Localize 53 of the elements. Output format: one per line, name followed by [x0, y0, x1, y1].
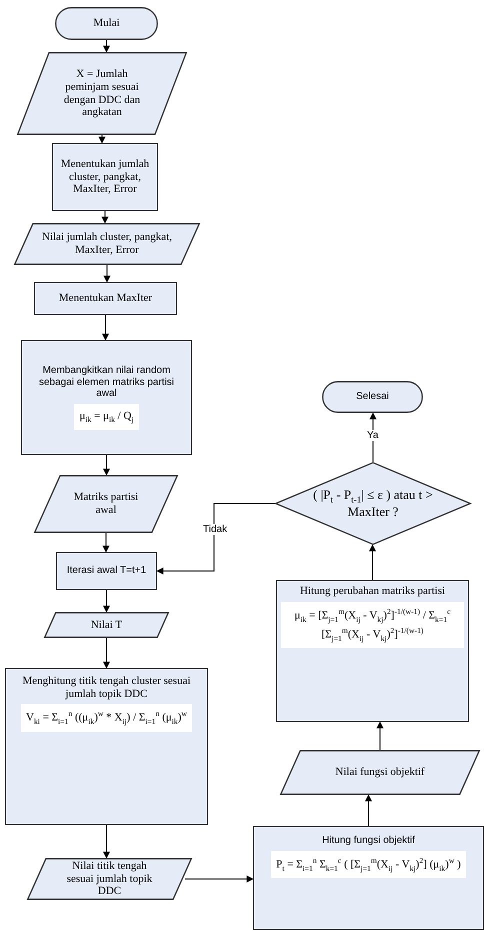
arrow — [102, 314, 109, 341]
step-text: ( |P$_{t}$ - P$_{t-1}$| ≤ ε ) atau t > MaxIter ? — [313, 488, 433, 520]
formula: P$_{t}$ = Σ$_{i=1}$$^{n}$ Σ$_{k=1}$$^{c}$ ( [Σ$_{j=1}$$^{m}$(X$_{ij}$ - V$_{kj}$)$^{2}$] (μ$_{ik}$)$^{w}$ ) — [271, 850, 466, 878]
arrow — [98, 134, 106, 144]
formula: μ$_{ik}$ = μ$_{ik}$ / Q$_{j}$ — [74, 404, 139, 430]
data-parallelogram — [44, 612, 169, 638]
arrow — [369, 544, 376, 580]
arrow — [376, 721, 384, 750]
process-box — [5, 668, 208, 825]
data-parallelogram — [34, 475, 178, 533]
arrow — [102, 210, 108, 224]
edge-label: Ya — [365, 430, 380, 441]
step-text: Menentukan MaxIter — [58, 292, 152, 305]
step-text: Selesai — [356, 391, 389, 403]
process-box — [34, 282, 177, 315]
arrow — [156, 503, 276, 574]
arrow — [103, 824, 110, 859]
step-text: Mulai — [93, 17, 120, 30]
arrow — [370, 412, 376, 462]
step-text: Menghitung titik tengah cluster sesuai jumlah topik DDC — [21, 675, 192, 700]
decision-diamond — [275, 462, 471, 545]
step-text: Nilai T — [90, 618, 122, 632]
data-parallelogram — [27, 858, 192, 900]
step-text: X = Jumlah peminjam sesuai dengan DDC dan angkatan — [62, 68, 142, 119]
process-box — [21, 340, 192, 455]
formula: V$_{ki}$ = Σ$_{i=1}$$^{n}$ ((μ$_{ik}$)$^{w}$ * X$_{ij}$) / Σ$_{i=1}$$^{n}$ (μ$_{ik}$)$^{w}$ — [21, 704, 192, 732]
step-text: Menentukan jumlah cluster, pangkat, MaxIter, Error — [60, 158, 150, 196]
data-parallelogram — [17, 52, 187, 135]
arrow — [103, 638, 110, 669]
terminator-shape — [322, 381, 423, 413]
edge-label: Tidak — [201, 524, 230, 535]
arrow — [104, 264, 110, 283]
arrow — [103, 590, 110, 613]
process-box — [56, 552, 157, 590]
step-text: Hitung perubahan matriks partisi — [300, 585, 446, 598]
process-box — [52, 143, 158, 211]
step-text: Nilai jumlah cluster, pangkat, MaxIter, Error — [41, 231, 173, 257]
step-text: Hitung fungsi objektif — [322, 835, 415, 846]
arrow — [365, 794, 372, 826]
arrow — [103, 40, 110, 53]
arrow — [103, 454, 110, 476]
step-text: Nilai fungsi objektif — [335, 766, 425, 779]
step-text: Iterasi awal T=t+1 — [66, 565, 146, 577]
process-box — [253, 826, 484, 930]
step-text: Nilai titik tengah sesuai jumlah topik DDC — [66, 860, 154, 898]
data-parallelogram — [14, 223, 200, 265]
step-text: Matriks partisi awal — [72, 491, 140, 517]
arrow — [102, 532, 110, 553]
step-text: Membangkitkan nilai random sebagai elemen matriks partisi awal — [38, 365, 176, 400]
arrow — [184, 876, 254, 882]
process-box — [276, 580, 469, 722]
data-parallelogram — [280, 750, 480, 795]
terminator-shape — [55, 7, 158, 40]
